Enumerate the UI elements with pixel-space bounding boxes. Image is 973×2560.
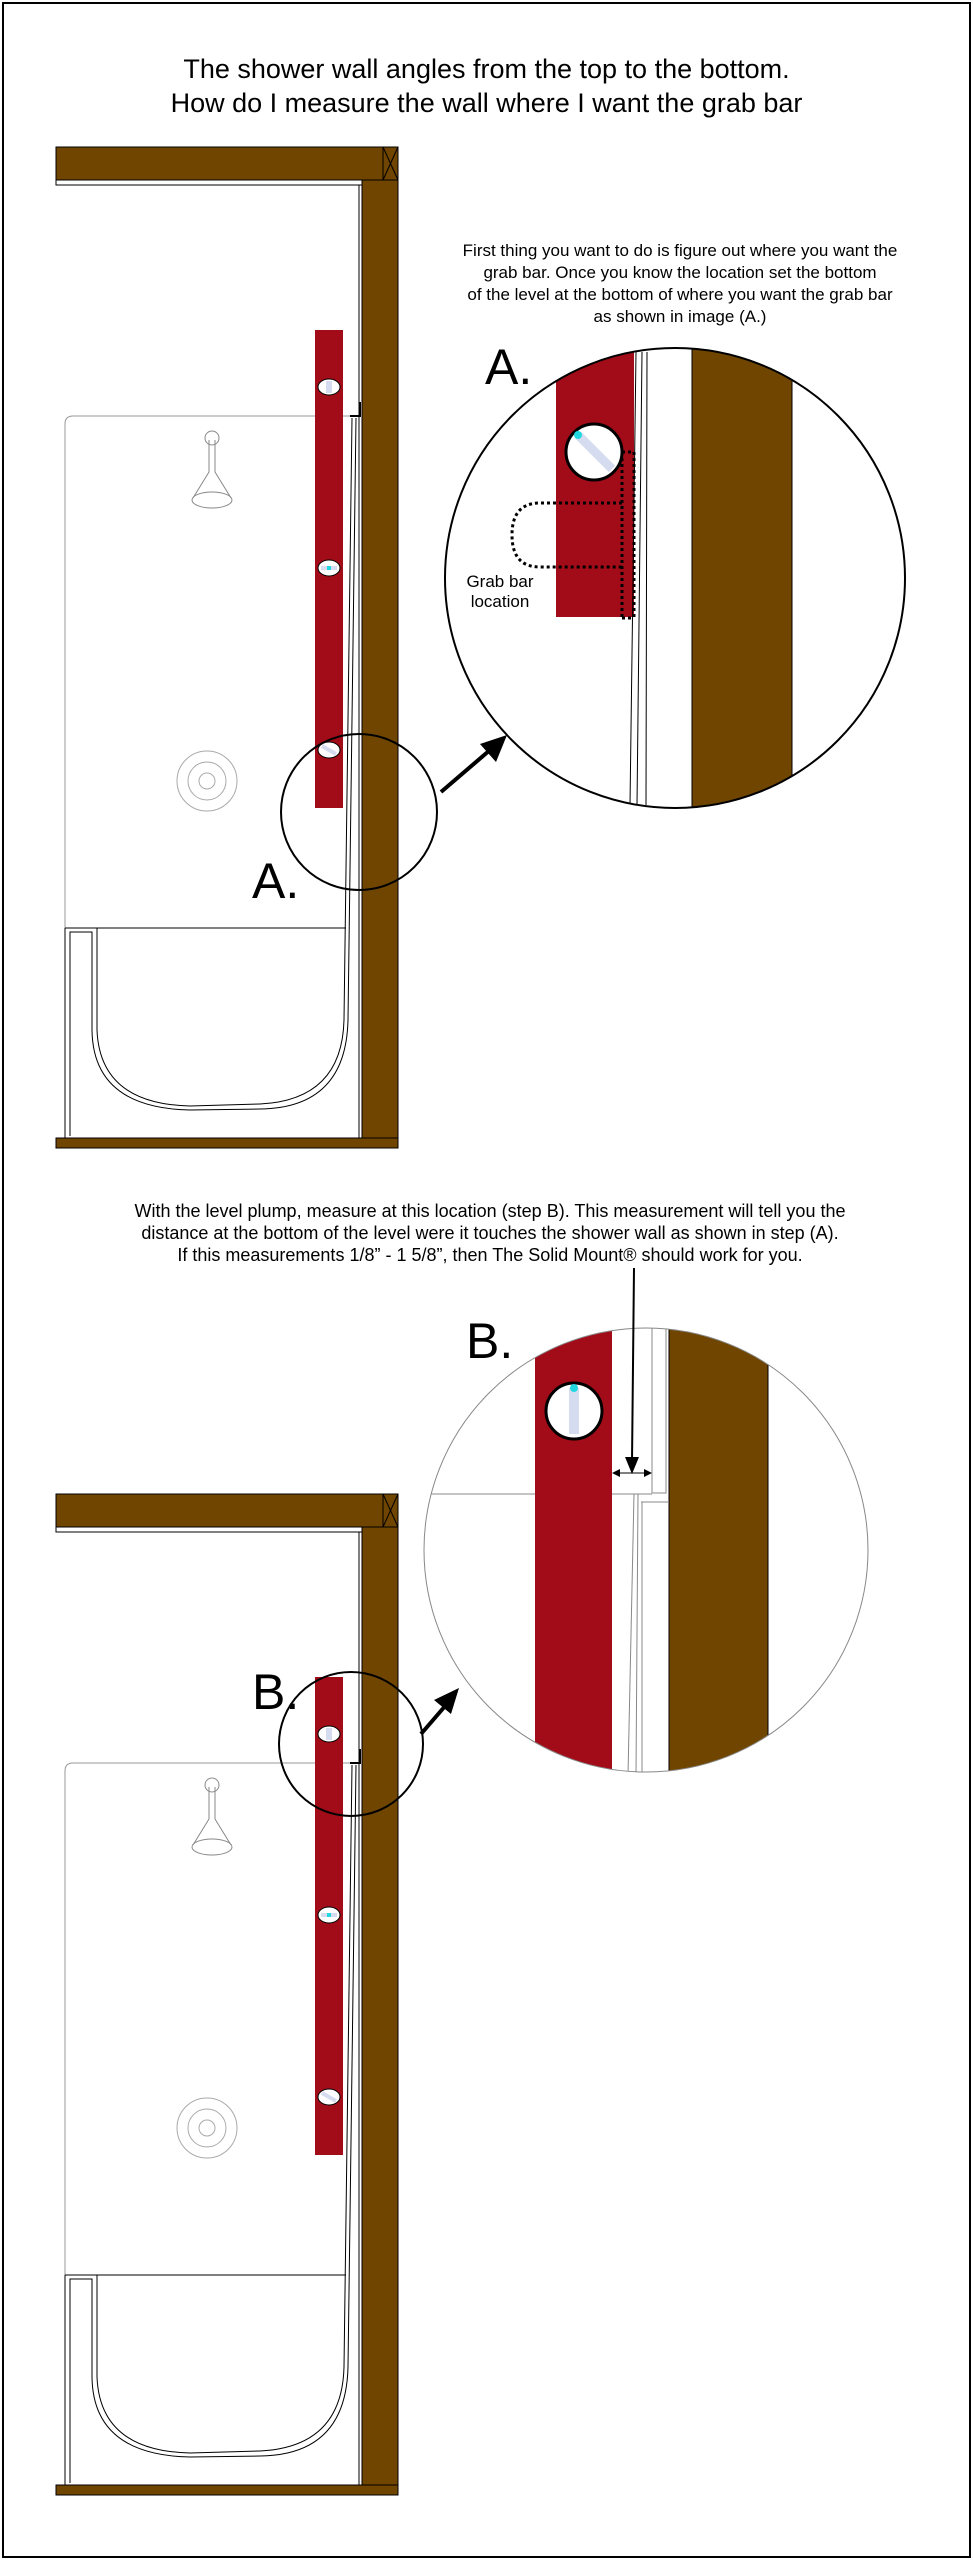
- step-a-line: as shown in image (A.): [593, 307, 767, 326]
- detail-a-label: A.: [485, 339, 533, 395]
- shower-diagram-a: [54, 145, 400, 1150]
- step-b-line: With the level plump, measure at this lo…: [134, 1201, 846, 1221]
- step-b-line: distance at the bottom of the level were…: [141, 1223, 839, 1243]
- title-line-2: How do I measure the wall where I want t…: [170, 88, 803, 118]
- step-b-label: B.: [252, 1664, 300, 1720]
- level-vial-icon: [564, 422, 624, 482]
- step-a-instructions: First thing you want to do is figure out…: [410, 240, 950, 328]
- zoom-circle-b: [278, 1671, 424, 1817]
- step-b-instructions: With the level plump, measure at this lo…: [90, 1200, 890, 1266]
- grab-bar-label-line: Grab bar: [466, 572, 534, 591]
- step-a-label: A.: [252, 853, 300, 909]
- arrow-b-icon: [419, 1688, 459, 1736]
- step-a-line: grab bar. Once you know the location set…: [483, 263, 877, 282]
- arrow-a-icon: [439, 735, 507, 794]
- grab-bar-label-line: location: [470, 592, 530, 611]
- detail-circle-b: [423, 1267, 869, 1773]
- detail-circle-a: [444, 347, 906, 809]
- measurement-arrow-icon: [612, 1267, 652, 1477]
- step-a-line: of the level at the bottom of where you …: [467, 285, 893, 304]
- zoom-circle-a: [280, 733, 438, 891]
- shower-diagram-b: [54, 1492, 400, 2497]
- title-line-1: The shower wall angles from the top to t…: [183, 54, 790, 84]
- level-vial-icon: [544, 1381, 604, 1441]
- detail-b-label: B.: [466, 1313, 514, 1369]
- grab-bar-outline: [510, 450, 636, 620]
- grab-bar-location-label: Grab bar location: [455, 572, 545, 612]
- step-b-line: If this measurements 1/8” - 1 5/8”, then…: [177, 1245, 803, 1265]
- page-title: The shower wall angles from the top to t…: [0, 52, 973, 120]
- step-a-line: First thing you want to do is figure out…: [462, 241, 898, 260]
